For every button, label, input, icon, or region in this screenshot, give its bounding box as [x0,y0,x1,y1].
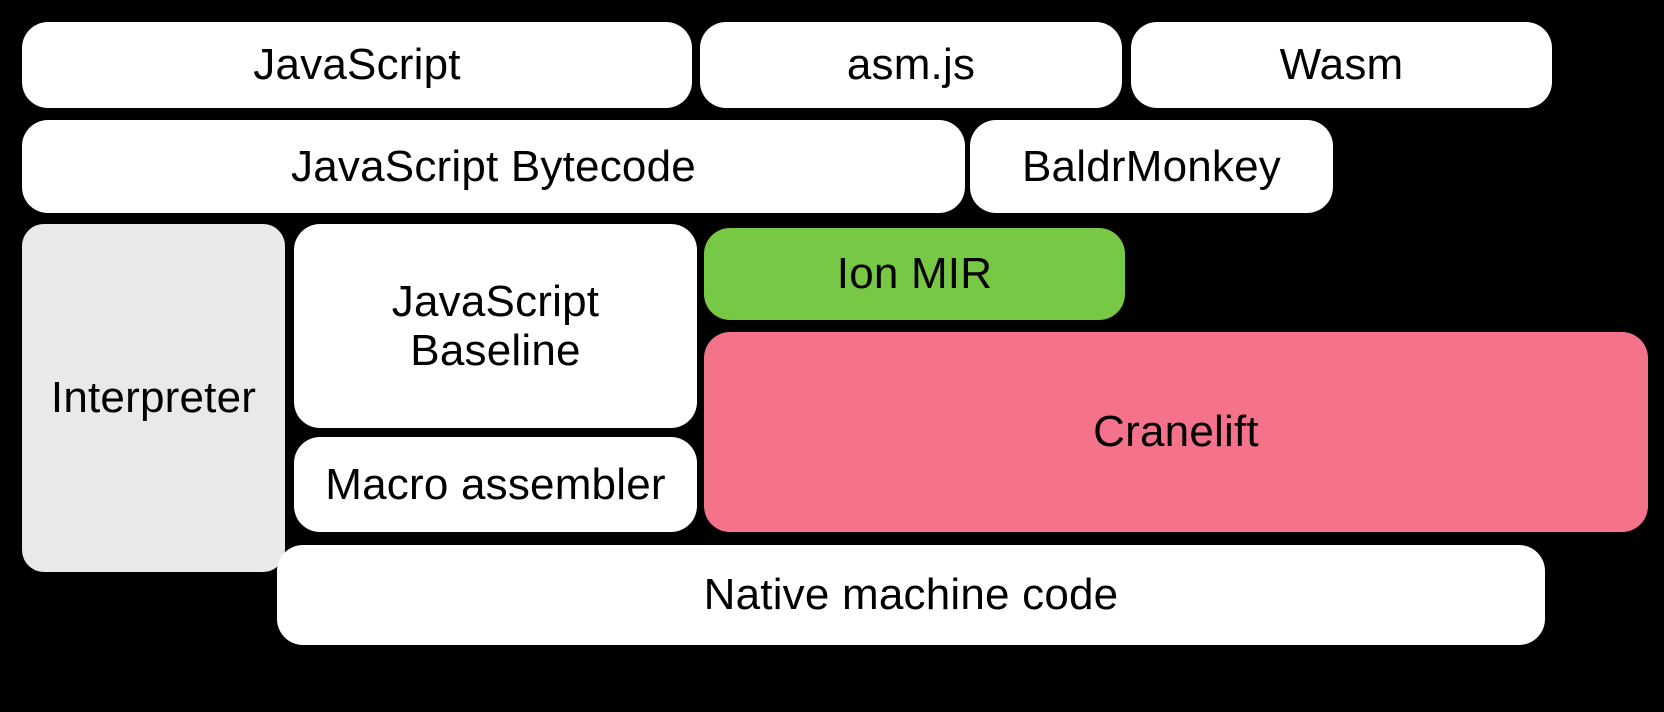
node-javascript-bytecode[interactable]: JavaScript Bytecode [22,120,965,213]
node-javascript-baseline[interactable]: JavaScript Baseline [294,224,697,428]
node-ion-mir[interactable]: Ion MIR [704,228,1125,320]
node-asm-js[interactable]: asm.js [700,22,1122,108]
node-cranelift[interactable]: Cranelift [704,332,1648,532]
node-javascript[interactable]: JavaScript [22,22,692,108]
node-interpreter[interactable]: Interpreter [22,224,285,572]
node-wasm[interactable]: Wasm [1131,22,1552,108]
node-native-machine-code[interactable]: Native machine code [277,545,1545,645]
node-macro-assembler[interactable]: Macro assembler [294,437,697,532]
node-baldrmonkey[interactable]: BaldrMonkey [970,120,1333,213]
